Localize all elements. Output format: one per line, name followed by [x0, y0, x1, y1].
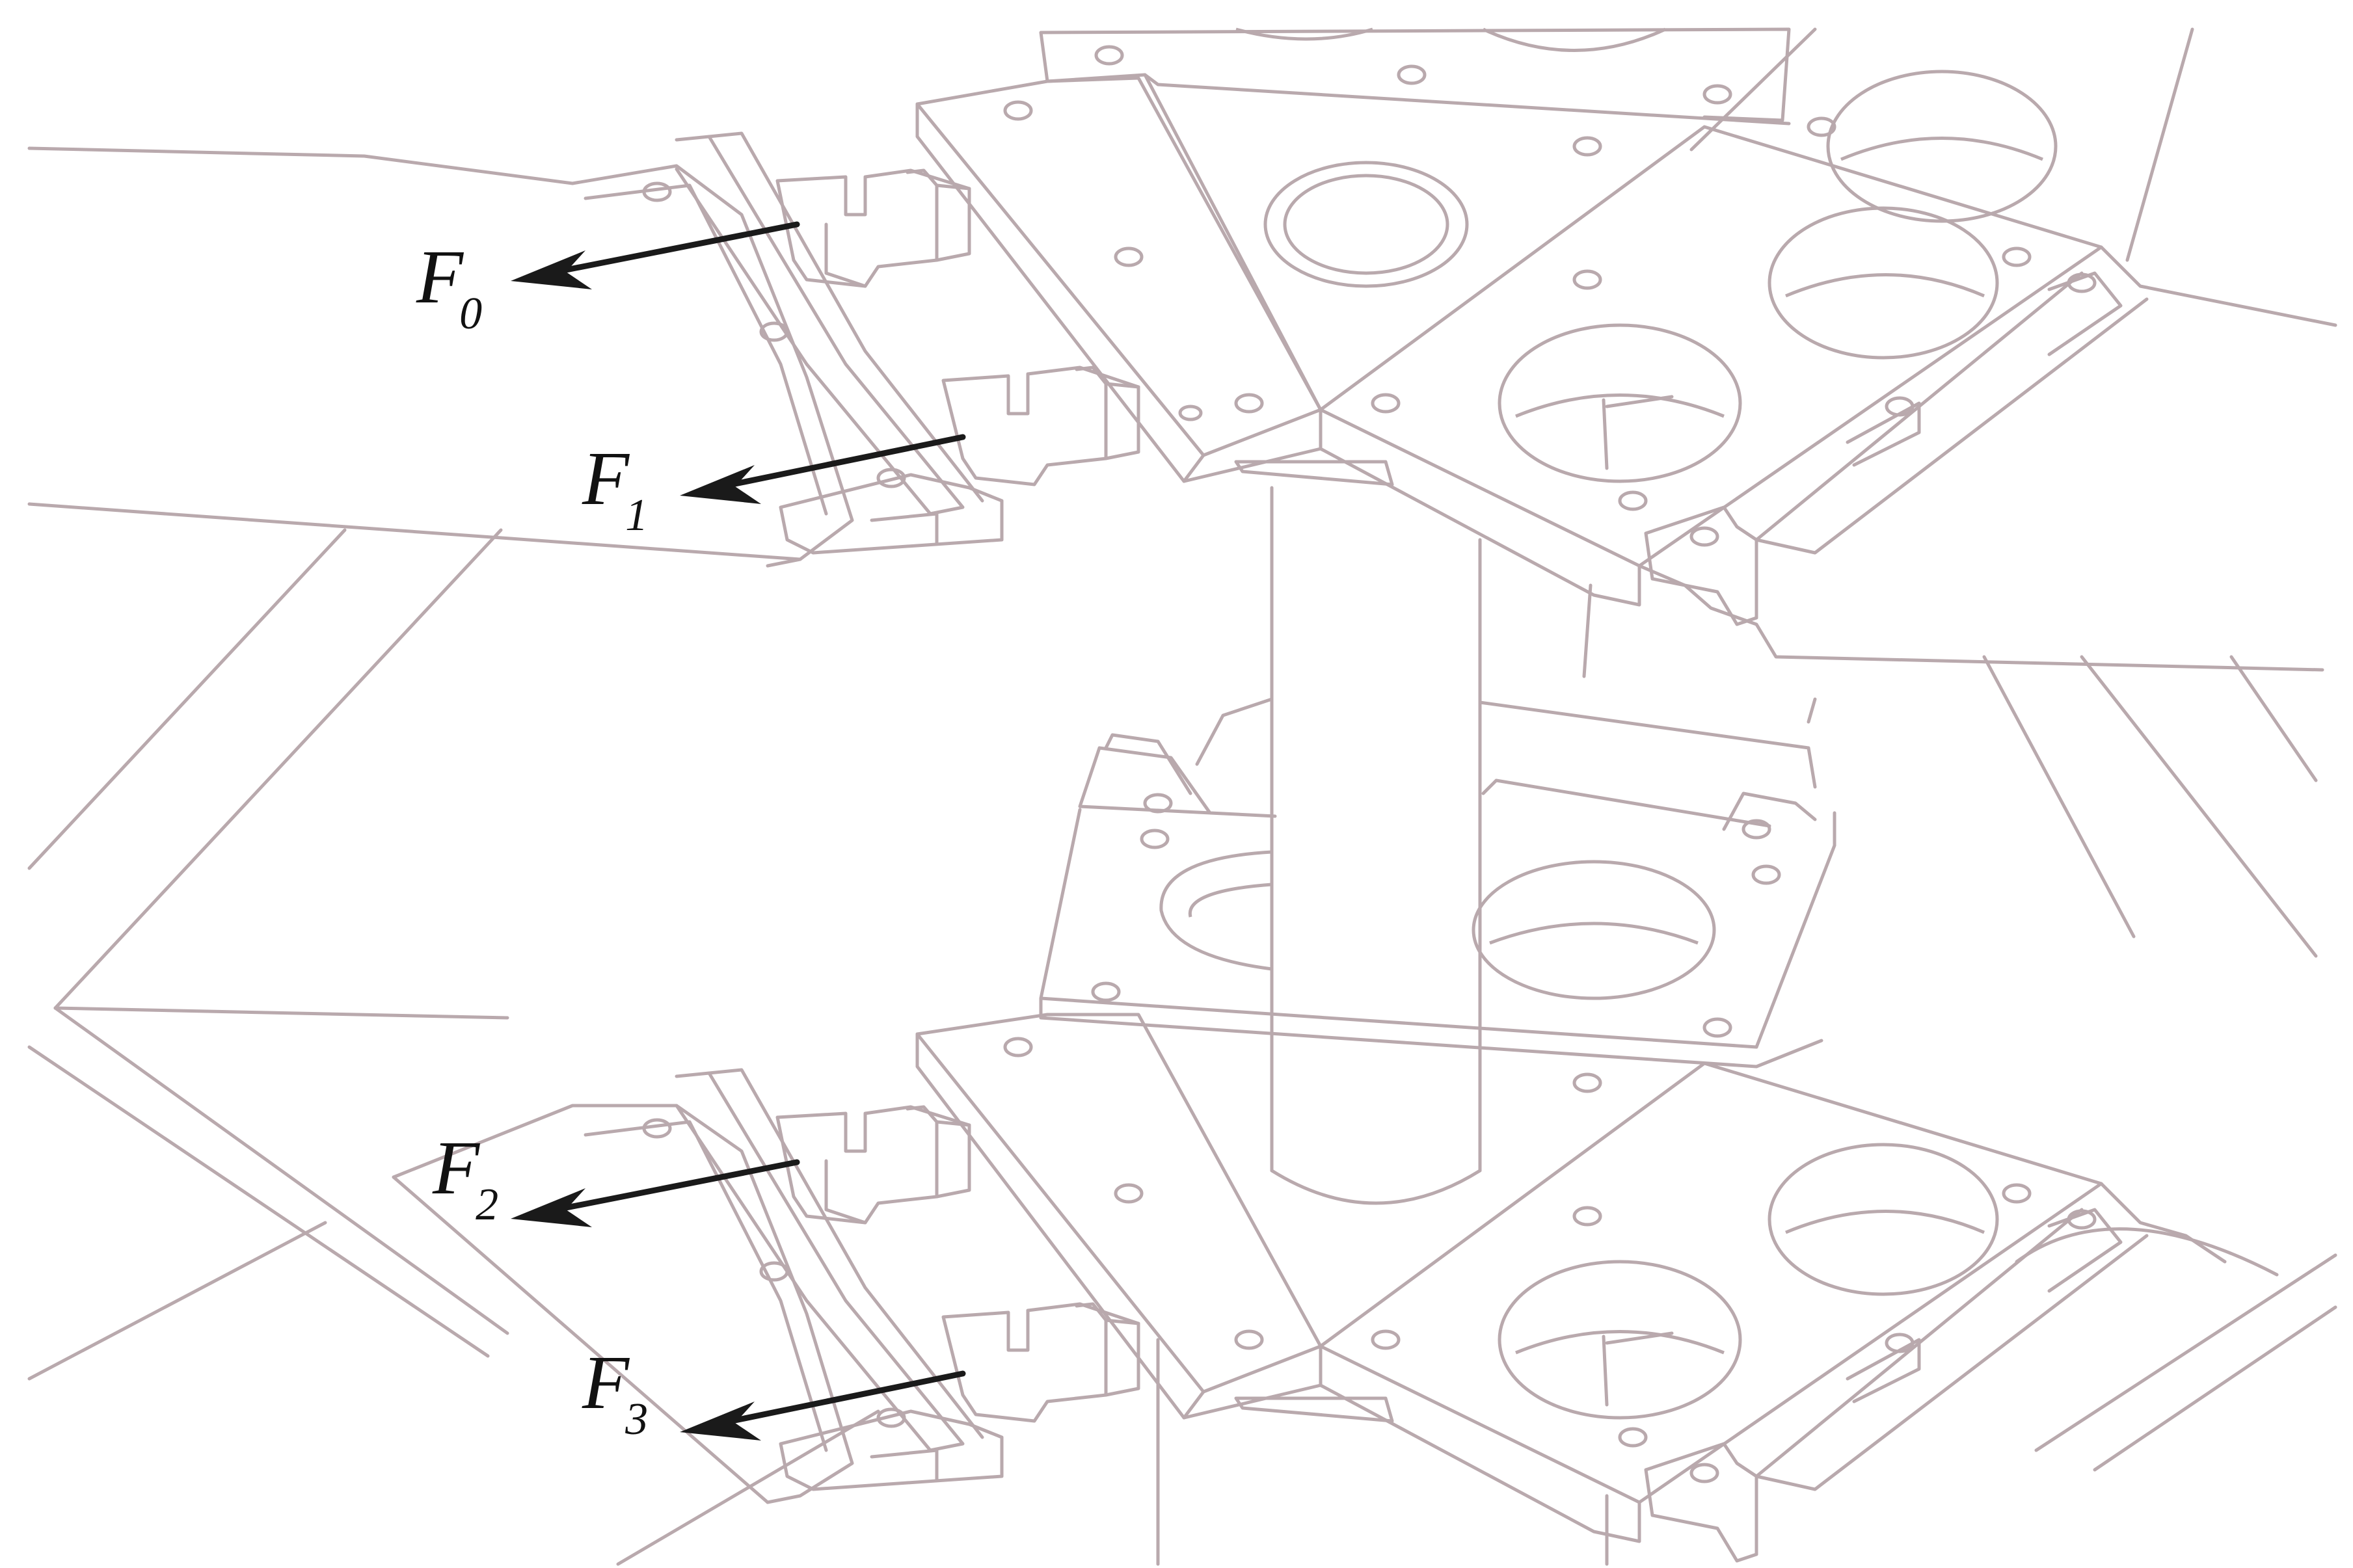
- upper-square-plate: [1319, 70, 2103, 607]
- force-f3-subscript: 3: [625, 1394, 648, 1444]
- force-label-f3: F3: [582, 1340, 648, 1444]
- background-frame-lines: [27, 27, 2337, 1566]
- force-arrow-f0-shaft: [553, 221, 800, 275]
- force-f1-symbol: F: [582, 436, 630, 521]
- upper-right-arm: [1637, 245, 2337, 672]
- force-arrow-f1-shaft: [722, 434, 966, 489]
- force-arrow-f1-head: [680, 465, 761, 504]
- lower-right-arm: [1644, 1182, 2279, 1563]
- force-f1-subscript: 1: [625, 490, 648, 540]
- middle-plate: [1039, 697, 1836, 1069]
- force-label-f2: F2: [432, 1125, 498, 1230]
- upper-left-arm: [571, 131, 984, 568]
- force-f0-symbol: F: [416, 234, 464, 319]
- force-arrow-f2-shaft: [553, 1159, 800, 1213]
- force-f2-subscript: 2: [476, 1180, 498, 1230]
- force-f0-subscript: 0: [459, 289, 482, 339]
- upper-left-bracket: [779, 473, 1004, 555]
- lower-square-plate: [1319, 1061, 2103, 1543]
- force-arrow-f0: [511, 221, 800, 289]
- upper-clamp-block-2: [941, 365, 1140, 486]
- force-arrow-f1: [680, 434, 966, 504]
- lower-left-arm: [392, 1068, 984, 1504]
- force-arrow-f2-head: [511, 1188, 592, 1227]
- force-f3-symbol: F: [582, 1340, 630, 1425]
- central-column: [1270, 486, 1817, 1205]
- force-arrow-f3-shaft: [722, 1370, 966, 1426]
- lower-left-bracket: [779, 1409, 1004, 1491]
- force-f2-symbol: F: [432, 1125, 481, 1210]
- force-arrow-f0-head: [511, 250, 592, 289]
- force-label-f0: F0: [416, 234, 482, 339]
- force-label-f1: F1: [582, 436, 648, 540]
- force-arrow-f3-head: [680, 1402, 761, 1441]
- upper-top-plate: [1039, 27, 1791, 444]
- lower-clamp-block-1: [775, 1105, 971, 1225]
- upper-clamp-block-1: [775, 168, 971, 288]
- force-arrow-f3: [680, 1370, 966, 1441]
- force-arrow-f2: [511, 1159, 800, 1227]
